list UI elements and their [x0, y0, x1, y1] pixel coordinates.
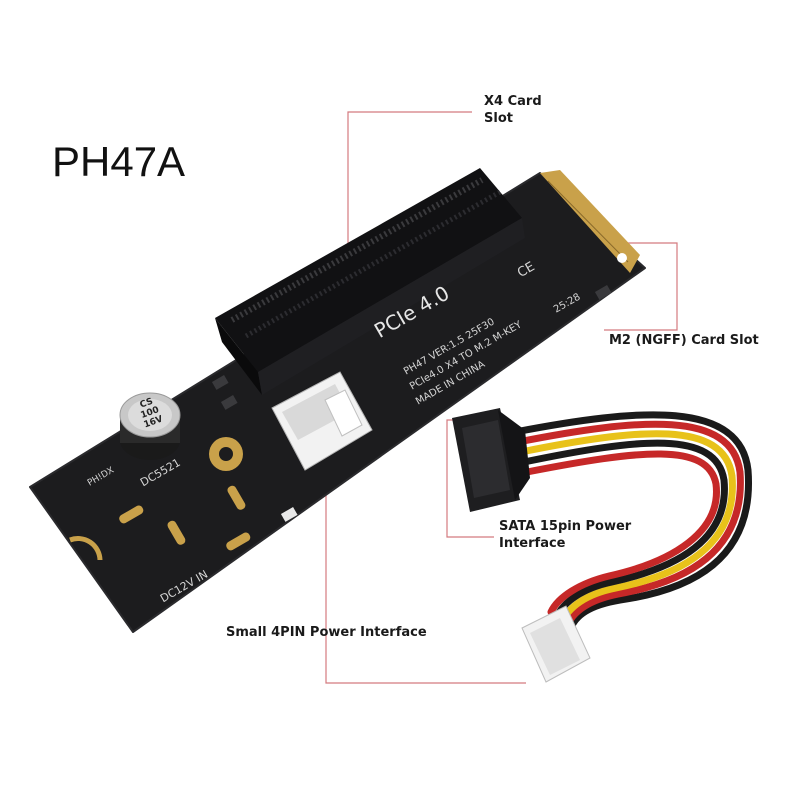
callout-sata-power: SATA 15pin Power Interface — [499, 518, 631, 552]
callout-line-m2-slot — [604, 242, 678, 331]
callout-x4-card-slot: X4 Card Slot — [484, 93, 542, 127]
x4-pcie-slot — [215, 168, 525, 395]
product-model-title: PH47A — [52, 138, 186, 185]
callout-x4-card-slot-line-2: Slot — [484, 111, 513, 126]
callout-x4-card-slot-line-1: X4 Card — [484, 94, 542, 109]
small-4pin-socket — [271, 371, 373, 471]
callout-m2-card-slot: M2 (NGFF) Card Slot — [609, 333, 759, 348]
callout-sata-power-line-2: Interface — [499, 536, 566, 551]
callout-line-x4-slot — [347, 111, 472, 245]
capacitor — [119, 392, 181, 460]
small-4pin-plug — [521, 605, 591, 683]
callout-small-4pin-power: Small 4PIN Power Interface — [226, 625, 427, 640]
sata-15pin-plug — [452, 408, 530, 512]
callout-line-small4pin — [325, 478, 526, 684]
power-cable — [511, 411, 752, 634]
callout-sata-power-line-1: SATA 15pin Power — [499, 519, 632, 534]
